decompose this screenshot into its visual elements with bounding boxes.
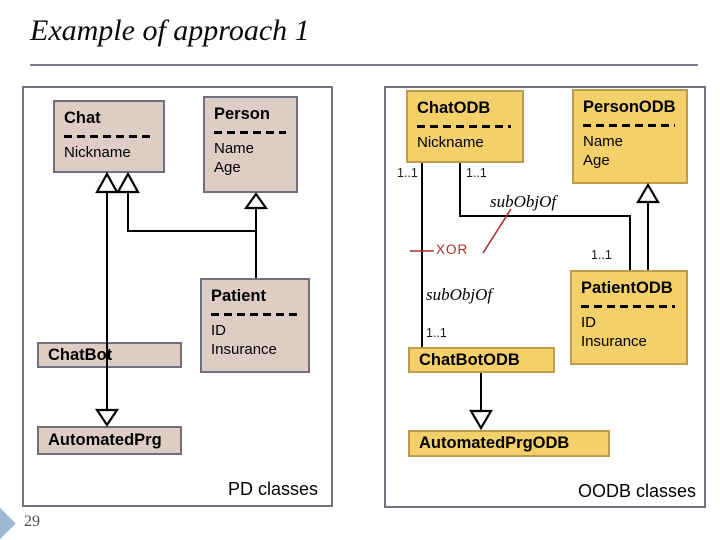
class-box-patientodb: PatientODB ID Insurance [570, 270, 688, 365]
oodb-panel-label: OODB classes [577, 481, 696, 501]
dashed-separator [581, 304, 676, 308]
subobjof-label-1: subObjOf [490, 192, 557, 211]
class-box-chatbot-title: ChatBot [48, 345, 113, 364]
class-box-chat-title: Chat [64, 109, 101, 127]
dashed-separator [214, 130, 286, 134]
pd-panel: Chat Nickname Person Name Age Patient ID… [22, 86, 333, 507]
dashed-separator [64, 134, 153, 138]
class-box-automatedprgodb-title: AutomatedPrgODB [419, 434, 570, 453]
class-attr-name: Name [583, 132, 624, 150]
class-attr-id: ID [211, 321, 226, 339]
class-attr-age: Age [583, 152, 610, 170]
slide-title: Example of approach 1 [30, 14, 310, 47]
dashed-separator [417, 124, 512, 128]
multiplicity-label-3: 1..1 [591, 248, 612, 262]
class-box-patientodb-title: PatientODB [581, 279, 673, 297]
class-attr-insurance: Insurance [211, 341, 277, 359]
class-box-automatedprgodb: AutomatedPrgODB [408, 430, 610, 457]
dashed-separator [583, 123, 676, 127]
xor-label: XOR [436, 242, 469, 257]
multiplicity-label-2: 1..1 [466, 166, 487, 180]
class-box-patient-title: Patient [211, 287, 267, 305]
class-attr-age: Age [214, 159, 241, 177]
pd-panel-label: PD classes [227, 479, 318, 499]
class-box-chatbot: ChatBot [37, 342, 182, 368]
title-underline [30, 64, 698, 66]
oodb-panel: ChatODB Nickname PersonODB Name Age Pati… [384, 86, 706, 508]
dashed-separator [211, 312, 298, 316]
multiplicity-label-4: 1..1 [426, 326, 447, 340]
subobjof-label-2: subObjOf [426, 285, 493, 304]
class-box-personodb-title: PersonODB [583, 98, 676, 116]
class-box-chatodb: ChatODB Nickname [406, 90, 524, 163]
nav-diamond-icon [0, 507, 16, 540]
class-box-chat: Chat Nickname [53, 100, 165, 173]
class-box-person: Person Name Age [203, 96, 298, 193]
class-box-chatbotodb-title: ChatBotODB [419, 350, 520, 369]
class-attr-id: ID [581, 313, 596, 331]
class-box-automatedprg-title: AutomatedPrg [48, 431, 162, 450]
class-box-automatedprg: AutomatedPrg [37, 426, 182, 455]
class-attr-insurance: Insurance [581, 333, 647, 351]
class-box-personodb: PersonODB Name Age [572, 89, 688, 184]
class-box-chatodb-title: ChatODB [417, 99, 491, 117]
class-box-chatbotodb: ChatBotODB [408, 347, 555, 373]
class-box-person-title: Person [214, 105, 270, 123]
multiplicity-label-1: 1..1 [397, 166, 418, 180]
class-box-patient: Patient ID Insurance [200, 278, 310, 373]
class-attr-nickname: Nickname [64, 143, 131, 161]
class-attr-name: Name [214, 139, 255, 157]
class-attr-nickname: Nickname [417, 133, 484, 151]
page-number: 29 [24, 513, 40, 530]
